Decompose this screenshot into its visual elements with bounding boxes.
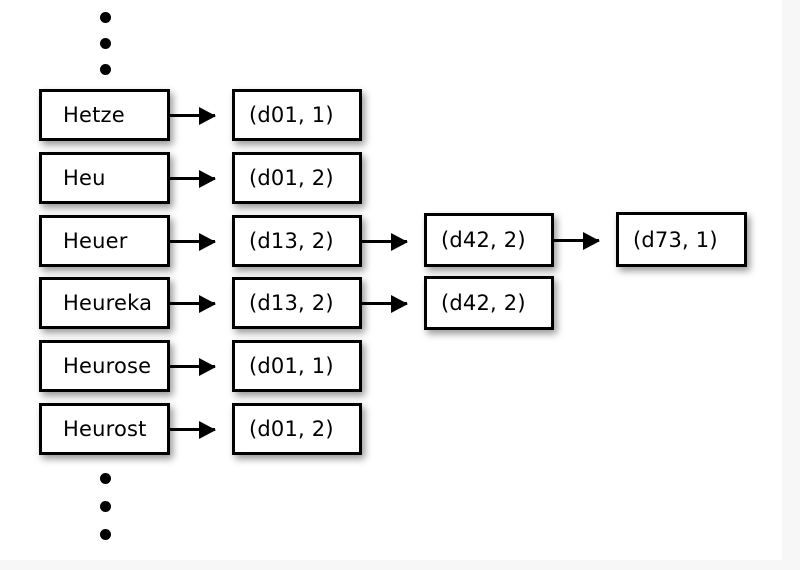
posting-node-c1-r3[interactable]: (d13, 2) — [232, 215, 362, 267]
posting-node-c3-r3[interactable]: (d73, 1) — [616, 212, 747, 267]
ellipsis-top-dot-2 — [100, 38, 111, 49]
term-node-heurose[interactable]: Heurose — [39, 340, 170, 392]
ellipsis-top-dot-3 — [100, 64, 111, 75]
posting-node-c1-r1[interactable]: (d01, 1) — [232, 89, 362, 141]
posting-node-c1-r4[interactable]: (d13, 2) — [232, 277, 362, 329]
arrow-posting-c1r4-to-c2r4 — [362, 294, 408, 313]
posting-node-c1-r5[interactable]: (d01, 1) — [232, 340, 362, 392]
arrow-heureka-to-posting — [170, 294, 216, 313]
term-node-heureka[interactable]: Heureka — [39, 277, 170, 329]
arrow-heu-to-posting — [170, 169, 216, 188]
arrow-heuer-to-posting — [170, 232, 216, 251]
posting-node-c1-r6[interactable]: (d01, 2) — [232, 403, 362, 455]
term-node-hetze[interactable]: Hetze — [39, 89, 170, 141]
posting-node-c2-r3[interactable]: (d42, 2) — [424, 213, 554, 267]
ellipsis-bottom-dot-3 — [100, 529, 111, 540]
arrow-heurose-to-posting — [170, 357, 216, 376]
arrow-posting-c2r3-to-c3r3 — [554, 231, 600, 250]
arrow-posting-c1r3-to-c2r3 — [362, 232, 408, 251]
posting-node-c2-r4[interactable]: (d42, 2) — [424, 276, 554, 330]
term-node-heurost[interactable]: Heurost — [39, 403, 170, 455]
term-node-heu[interactable]: Heu — [39, 152, 170, 204]
term-node-heuer[interactable]: Heuer — [39, 215, 170, 267]
ellipsis-bottom-dot-1 — [100, 473, 111, 484]
ellipsis-top-dot-1 — [100, 12, 111, 23]
ellipsis-bottom-dot-2 — [100, 501, 111, 512]
arrow-heurost-to-posting — [170, 420, 216, 439]
arrow-hetze-to-posting — [170, 106, 216, 125]
posting-node-c1-r2[interactable]: (d01, 2) — [232, 152, 362, 204]
